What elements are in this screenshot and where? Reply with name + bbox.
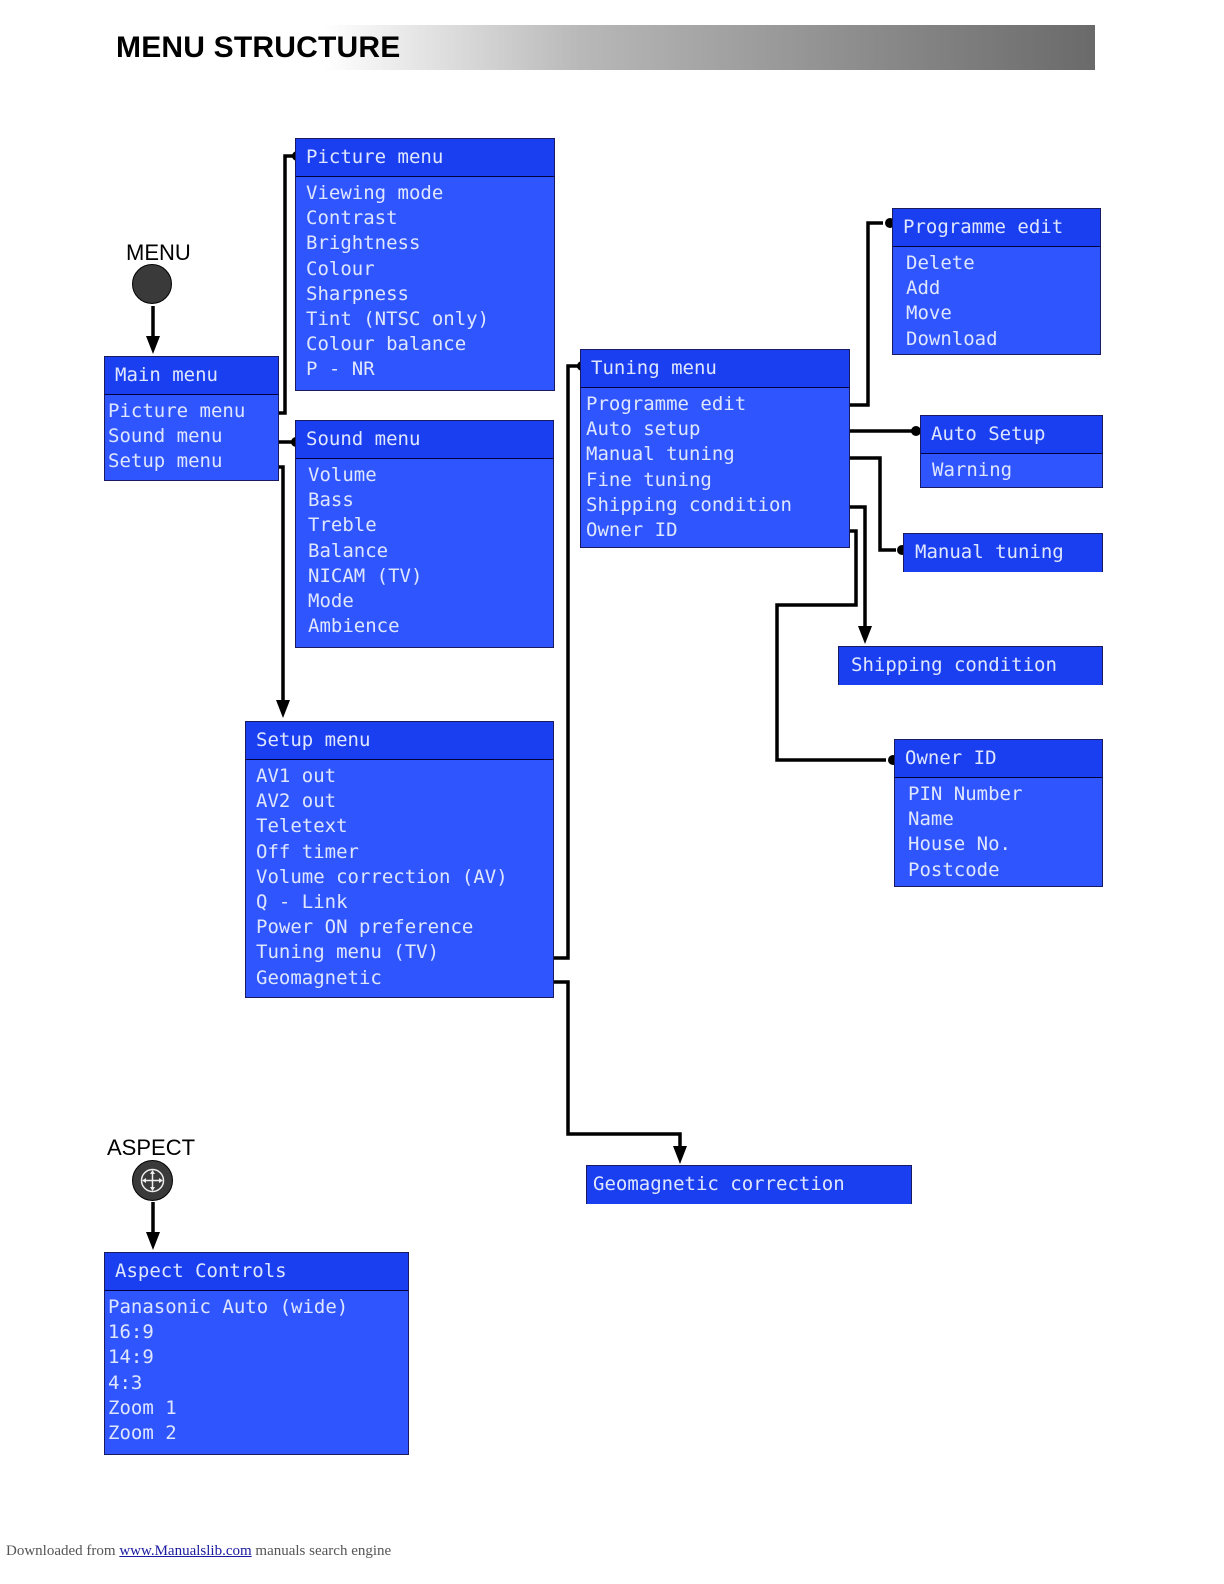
auto-setup-item[interactable]: Warning bbox=[932, 459, 1013, 481]
programme-edit-box: Programme edit Delete Add Move Download bbox=[892, 208, 1101, 355]
setup-menu-item[interactable]: AV1 out bbox=[256, 765, 337, 787]
picture-menu-item[interactable]: P - NR bbox=[306, 358, 375, 381]
menu-button-label: MENU bbox=[126, 240, 191, 265]
setup-menu-items: AV1 out AV2 out Teletext Off timer Volum… bbox=[246, 760, 553, 991]
header-bar: MENU STRUCTURE bbox=[107, 25, 1095, 70]
manual-tuning-box: Manual tuning bbox=[903, 533, 1103, 572]
main-menu-items: Picture menu Sound menu Setup menu bbox=[105, 395, 278, 475]
picture-menu-item[interactable]: Brightness bbox=[306, 232, 421, 255]
aspect-controls-item[interactable]: Zoom 2 bbox=[108, 1422, 177, 1445]
owner-id-item[interactable]: PIN Number bbox=[908, 783, 1023, 805]
footer: Downloaded from www.Manualslib.com manua… bbox=[6, 1543, 391, 1560]
aspect-button[interactable] bbox=[132, 1160, 173, 1201]
aspect-controls-box: Aspect Controls Panasonic Auto (wide) 16… bbox=[104, 1252, 409, 1455]
setup-menu-item[interactable]: Geomagnetic bbox=[256, 966, 382, 989]
sound-menu-title: Sound menu bbox=[296, 421, 553, 459]
sound-menu-item[interactable]: Mode bbox=[308, 590, 354, 613]
footer-prefix: Downloaded from bbox=[6, 1543, 120, 1559]
sound-menu-item[interactable]: Volume bbox=[308, 464, 377, 486]
owner-id-title: Owner ID bbox=[895, 740, 1102, 778]
main-menu-item[interactable]: Sound menu bbox=[108, 425, 223, 448]
main-menu-box: Main menu Picture menu Sound menu Setup … bbox=[104, 356, 279, 481]
auto-setup-box: Auto Setup Warning bbox=[920, 415, 1103, 488]
programme-edit-item[interactable]: Add bbox=[906, 277, 941, 300]
setup-menu-item[interactable]: Volume correction (AV) bbox=[256, 865, 508, 888]
setup-menu-item[interactable]: Power ON preference bbox=[256, 916, 474, 939]
picture-menu-item[interactable]: Contrast bbox=[306, 207, 398, 230]
aspect-controls-item[interactable]: 4:3 bbox=[108, 1371, 143, 1394]
sound-menu-item[interactable]: Ambience bbox=[308, 615, 400, 638]
aspect-button-label: ASPECT bbox=[107, 1135, 196, 1160]
programme-edit-items: Delete Add Move Download bbox=[893, 247, 1100, 352]
programme-edit-title: Programme edit bbox=[893, 209, 1100, 247]
setup-menu-item[interactable]: Tuning menu (TV) bbox=[256, 941, 440, 964]
geomagnetic-correction-box: Geomagnetic correction bbox=[586, 1165, 912, 1204]
owner-id-item[interactable]: Postcode bbox=[908, 858, 1000, 881]
aspect-controls-item[interactable]: Panasonic Auto (wide) bbox=[108, 1296, 349, 1318]
main-menu-title: Main menu bbox=[105, 357, 278, 395]
sound-menu-item[interactable]: Bass bbox=[308, 489, 354, 512]
main-menu-item[interactable]: Setup menu bbox=[108, 450, 223, 473]
picture-menu-item[interactable]: Sharpness bbox=[306, 282, 409, 305]
shipping-condition-title[interactable]: Shipping condition bbox=[839, 647, 1102, 685]
auto-setup-items: Warning bbox=[921, 454, 1102, 483]
owner-id-items: PIN Number Name House No. Postcode bbox=[895, 778, 1102, 883]
setup-menu-item[interactable]: Teletext bbox=[256, 815, 348, 838]
programme-edit-item[interactable]: Delete bbox=[906, 252, 975, 274]
menu-button[interactable] bbox=[132, 264, 172, 304]
geomagnetic-correction-title[interactable]: Geomagnetic correction bbox=[587, 1166, 911, 1204]
auto-setup-title: Auto Setup bbox=[921, 416, 1102, 454]
tuning-menu-box: Tuning menu Programme edit Auto setup Ma… bbox=[580, 349, 850, 548]
aspect-arrows-icon bbox=[140, 1168, 165, 1193]
tuning-menu-title: Tuning menu bbox=[581, 350, 849, 388]
aspect-controls-item[interactable]: 14:9 bbox=[108, 1346, 154, 1369]
setup-menu-item[interactable]: Off timer bbox=[256, 840, 359, 863]
aspect-controls-item[interactable]: 16:9 bbox=[108, 1321, 154, 1344]
tuning-menu-item[interactable]: Owner ID bbox=[586, 519, 678, 542]
owner-id-item[interactable]: House No. bbox=[908, 833, 1011, 856]
tuning-menu-item[interactable]: Programme edit bbox=[586, 393, 747, 415]
picture-menu-item[interactable]: Tint (NTSC only) bbox=[306, 308, 490, 331]
sound-menu-item[interactable]: NICAM (TV) bbox=[308, 564, 423, 587]
sound-menu-items: Volume Bass Treble Balance NICAM (TV) Mo… bbox=[296, 459, 553, 639]
tuning-menu-item[interactable]: Fine tuning bbox=[586, 468, 712, 491]
aspect-controls-title: Aspect Controls bbox=[105, 1253, 408, 1291]
picture-menu-item[interactable]: Viewing mode bbox=[306, 182, 444, 204]
tuning-menu-item[interactable]: Auto setup bbox=[586, 418, 701, 441]
tuning-menu-items: Programme edit Auto setup Manual tuning … bbox=[581, 388, 849, 543]
tuning-menu-item[interactable]: Shipping condition bbox=[586, 493, 792, 516]
sound-menu-item[interactable]: Treble bbox=[308, 514, 377, 537]
setup-menu-box: Setup menu AV1 out AV2 out Teletext Off … bbox=[245, 721, 554, 998]
tuning-menu-item[interactable]: Manual tuning bbox=[586, 443, 735, 466]
main-menu-item[interactable]: Picture menu bbox=[108, 400, 246, 422]
picture-menu-box: Picture menu Viewing mode Contrast Brigh… bbox=[295, 138, 555, 391]
shipping-condition-box: Shipping condition bbox=[838, 646, 1103, 685]
page-title: MENU STRUCTURE bbox=[116, 31, 401, 64]
picture-menu-item[interactable]: Colour bbox=[306, 257, 375, 280]
footer-suffix: manuals search engine bbox=[251, 1543, 392, 1559]
footer-link[interactable]: www.Manualslib.com bbox=[119, 1543, 252, 1559]
setup-menu-title: Setup menu bbox=[246, 722, 553, 760]
setup-menu-item[interactable]: AV2 out bbox=[256, 790, 337, 813]
setup-menu-item[interactable]: Q - Link bbox=[256, 891, 348, 914]
sound-menu-box: Sound menu Volume Bass Treble Balance NI… bbox=[295, 420, 554, 648]
picture-menu-title: Picture menu bbox=[296, 139, 554, 177]
aspect-controls-item[interactable]: Zoom 1 bbox=[108, 1396, 177, 1419]
picture-menu-item[interactable]: Colour balance bbox=[306, 333, 467, 356]
owner-id-item[interactable]: Name bbox=[908, 808, 954, 831]
sound-menu-item[interactable]: Balance bbox=[308, 539, 389, 562]
aspect-controls-items: Panasonic Auto (wide) 16:9 14:9 4:3 Zoom… bbox=[105, 1291, 408, 1446]
manual-tuning-title[interactable]: Manual tuning bbox=[904, 534, 1102, 572]
programme-edit-item[interactable]: Move bbox=[906, 302, 952, 325]
owner-id-box: Owner ID PIN Number Name House No. Postc… bbox=[894, 739, 1103, 887]
picture-menu-items: Viewing mode Contrast Brightness Colour … bbox=[296, 177, 554, 383]
programme-edit-item[interactable]: Download bbox=[906, 327, 998, 350]
